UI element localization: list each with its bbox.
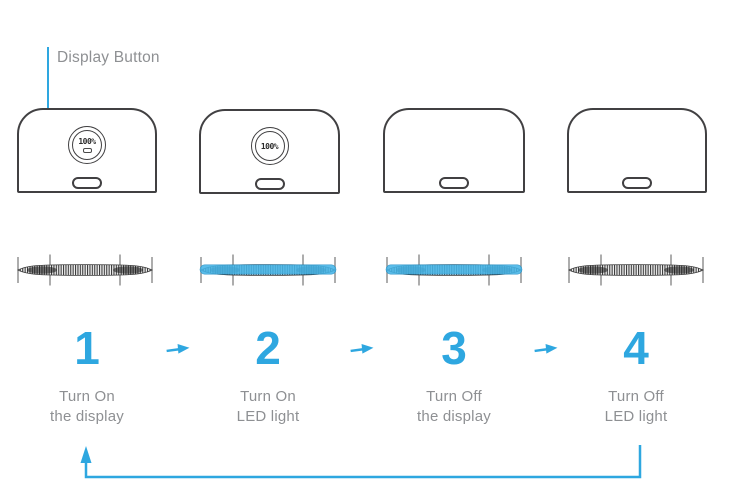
step-label-line: Turn On — [59, 388, 115, 405]
arrow-right-icon — [350, 344, 374, 354]
battery-display: 100% — [250, 127, 289, 165]
arrow-right-icon — [534, 344, 558, 354]
step-number-1: 1 — [74, 322, 100, 374]
device-top-view-step-1: 100% — [17, 108, 157, 193]
loop-back-arrow — [80, 445, 642, 479]
device-top-view-step-3 — [383, 108, 525, 193]
step-label-line: the display — [417, 407, 491, 425]
arrow-right-icon — [166, 344, 190, 354]
display-button — [72, 177, 102, 189]
display-button — [254, 178, 285, 190]
battery-percentage: 100% — [78, 137, 96, 146]
display-button — [439, 177, 469, 189]
step-label-line: LED light — [236, 407, 300, 425]
step-label-4: Turn Off LED light — [556, 387, 716, 426]
led-strip-side-view-step-1 — [15, 250, 155, 290]
battery-display-screen: 100% — [72, 130, 102, 160]
step-label-line: Turn Off — [426, 388, 482, 405]
device-top-view-step-4 — [567, 108, 707, 193]
display-button — [622, 177, 652, 189]
led-strip-side-view-step-3 — [384, 250, 524, 290]
battery-display-screen: 100% — [254, 131, 285, 161]
step-number-2: 2 — [255, 322, 281, 374]
step-label-2: Turn On LED light — [188, 387, 348, 426]
step-label-line: the display — [50, 407, 124, 425]
step-label-1: Turn On the display — [7, 387, 167, 426]
battery-percentage: 100% — [260, 141, 279, 151]
step-label-line: LED light — [604, 407, 668, 425]
led-strip-side-view-step-2 — [198, 250, 338, 290]
led-strip-side-view-step-4 — [566, 250, 706, 290]
battery-display: 100% — [68, 126, 106, 164]
step-number-3: 3 — [441, 322, 467, 374]
battery-icon — [82, 148, 92, 153]
step-label-3: Turn Off the display — [374, 387, 534, 426]
device-top-view-step-2: 100% — [199, 109, 340, 194]
step-label-line: Turn On — [240, 388, 296, 405]
step-number-4: 4 — [623, 322, 649, 374]
display-button-label: Display Button — [57, 49, 160, 66]
step-label-line: Turn Off — [608, 388, 664, 405]
